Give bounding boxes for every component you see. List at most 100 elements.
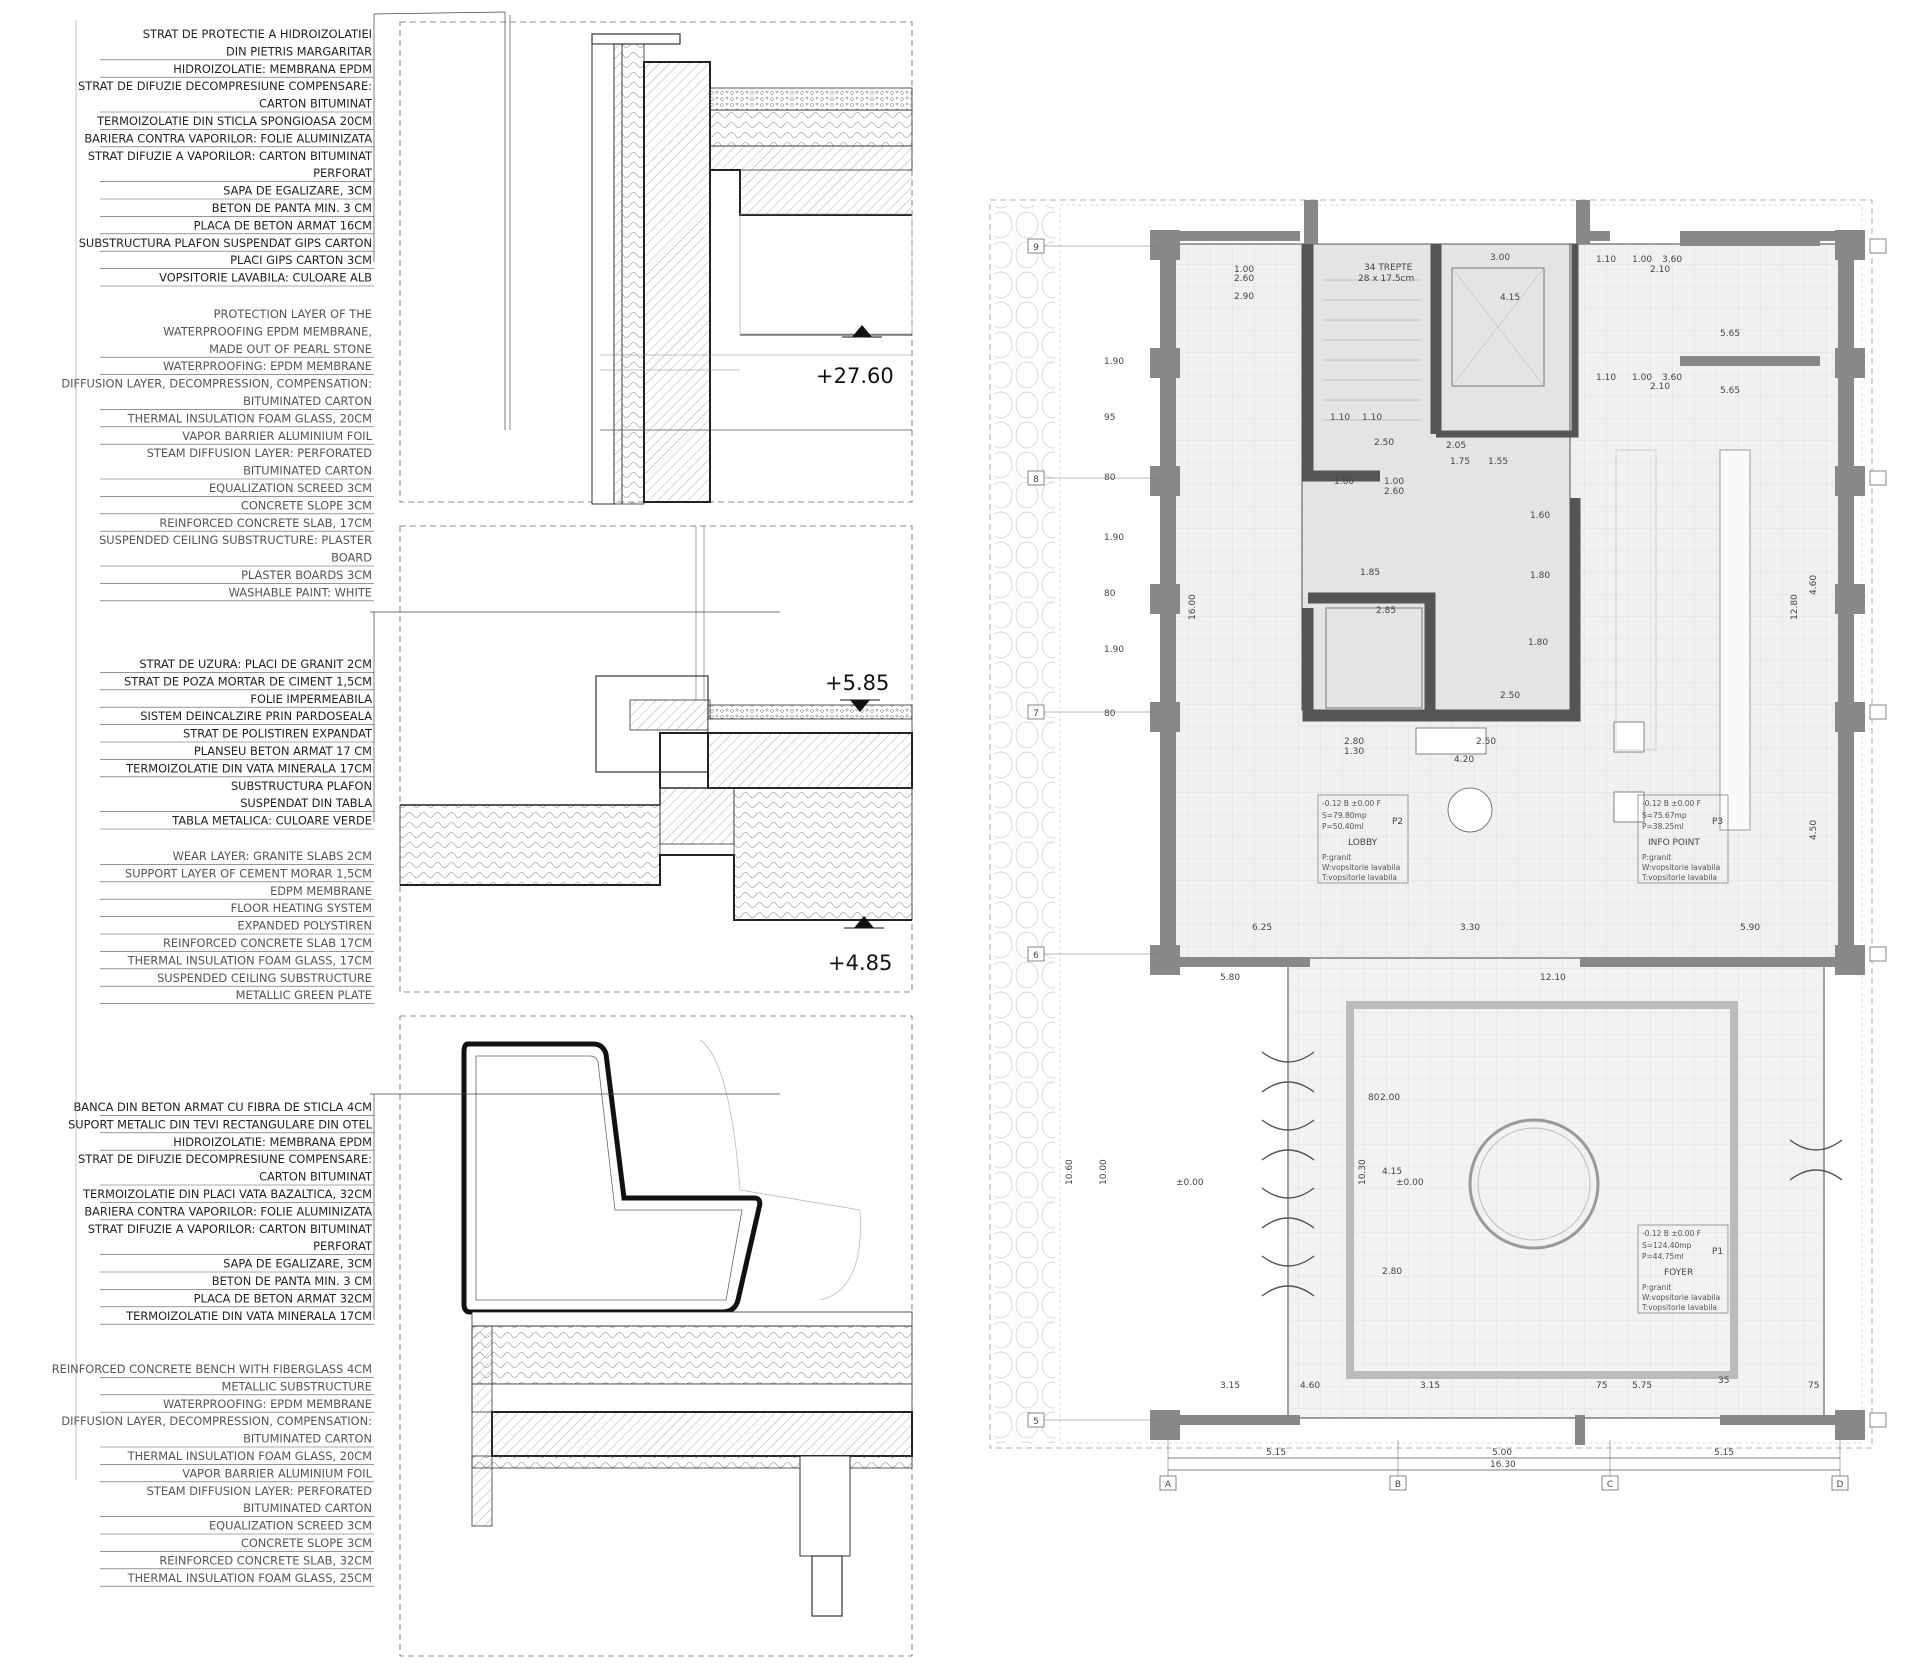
bench-detail-drawing xyxy=(370,1015,913,1657)
dim-right-axis: 4.60 xyxy=(1809,575,1819,595)
row-axis-6: 6 xyxy=(1033,951,1039,961)
legend-2-en-2-0: WATERPROOFING: EPDM MEMBRANE xyxy=(163,1397,372,1411)
dimension-label: 1.00 xyxy=(1632,373,1652,383)
legend-2-en-6-0: STEAM DIFFUSION LAYER: PERFORATED xyxy=(147,1484,373,1498)
dimension-label: 2.00 xyxy=(1380,1093,1400,1103)
legend-0-en-3-0: THERMAL INSULATION FOAM GLASS, 20CM xyxy=(127,411,372,425)
legend-1-ro-2-0: FOLIE IMPERMEABILA xyxy=(250,692,372,706)
svg-text:T:vopsitorie lavabila: T:vopsitorie lavabila xyxy=(1641,1303,1717,1312)
svg-text:P1: P1 xyxy=(1712,1247,1723,1257)
legend-1-ro-1-0: STRAT DE POZA MORTAR DE CIMENT 1,5CM xyxy=(124,674,372,688)
dim-left-foyer: 10.60 xyxy=(1065,1159,1075,1185)
legend-1-ro-4-0: STRAT DE POLISTIREN EXPANDAT xyxy=(183,727,372,741)
svg-text:P:granit: P:granit xyxy=(1322,853,1351,862)
dim-hall-height: 16.00 xyxy=(1188,594,1198,620)
row-axis-5: 5 xyxy=(1033,1417,1039,1427)
legend-1-ro-6-0: TERMOIZOLATIE DIN VATA MINERALA 17CM xyxy=(125,761,372,775)
stairs-label: 34 TREPTE xyxy=(1364,263,1413,273)
legend-2-ro-2-0: HIDROIZOLATIE: MEMBRANA EPDM xyxy=(173,1135,372,1149)
stairs-size: 28 x 17.5cm xyxy=(1358,274,1414,284)
dimension-label: 1.30 xyxy=(1344,747,1364,757)
dimension-label: 2.60 xyxy=(1384,487,1404,497)
legend-0-ro-1-0: HIDROIZOLATIE: MEMBRANA EPDM xyxy=(173,62,372,76)
legend-1-en-7-0: SUSPENDED CEILING SUBSTRUCTURE xyxy=(157,971,372,985)
svg-text:-0.12 B ±0.00 F: -0.12 B ±0.00 F xyxy=(1642,1229,1701,1238)
legend-2-ro-6-1: PERFORAT xyxy=(313,1239,372,1253)
dimension-label: 4.20 xyxy=(1454,755,1474,765)
svg-text:P=50.40ml: P=50.40ml xyxy=(1322,822,1364,831)
legend-0-en-5-1: BITUMINATED CARTON xyxy=(243,464,372,478)
dimension-label: 3.30 xyxy=(1460,923,1480,933)
row-axis-9: 9 xyxy=(1033,243,1039,253)
dimension-label: 3.15 xyxy=(1220,1381,1240,1391)
legend-1-ro-7-1: SUSPENDAT DIN TABLA xyxy=(240,796,372,810)
floor-level-bottom: +4.85 xyxy=(828,951,892,975)
legend-2-ro-1-0: SUPORT METALIC DIN TEVI RECTANGULARE DIN… xyxy=(68,1117,373,1131)
legend-0-en-0-1: WATERPROOFING EPDM MEMBRANE, xyxy=(163,324,372,338)
row-axis-7: 7 xyxy=(1033,709,1039,719)
legend-1-ro-5-0: PLANSEU BETON ARMAT 17 CM xyxy=(194,744,372,758)
legend-2-en-5-0: VAPOR BARRIER ALUMINIUM FOIL xyxy=(182,1466,372,1480)
legend-0-ro-3-0: TERMOIZOLATIE DIN STICLA SPONGIOASA 20CM xyxy=(96,114,372,128)
dimension-label: 80 xyxy=(1104,709,1116,719)
legend-0-en-2-1: BITUMINATED CARTON xyxy=(243,394,372,408)
legend-1-en-0-0: WEAR LAYER: GRANITE SLABS 2CM xyxy=(173,849,372,863)
dimension-label: 1.10 xyxy=(1330,413,1350,423)
legend-1-ro-7-0: SUBSTRUCTURA PLAFON xyxy=(231,779,372,793)
legend-1-en-6-0: THERMAL INSULATION FOAM GLASS, 17CM xyxy=(127,953,372,967)
legend-0-en-9-1: BOARD xyxy=(331,551,372,565)
roof-level: +27.60 xyxy=(816,364,894,388)
legend-0-ro-0-0: STRAT DE PROTECTIE A HIDROIZOLATIEI xyxy=(143,27,372,41)
dimension-label: 75 xyxy=(1808,1381,1819,1391)
legend-2-ro-7-0: SAPA DE EGALIZARE, 3CM xyxy=(223,1257,372,1271)
floor-level-top: +5.85 xyxy=(825,671,889,695)
dimension-label: 2.60 xyxy=(1234,274,1254,284)
svg-text:P2: P2 xyxy=(1392,817,1403,827)
dim-right-bottom: 4.50 xyxy=(1809,820,1819,840)
svg-text:LOBBY: LOBBY xyxy=(1348,838,1378,848)
svg-text:P:granit: P:granit xyxy=(1642,1283,1671,1292)
dimension-label: 1.60 xyxy=(1530,511,1550,521)
floor-detail-drawing: +5.85 +4.85 xyxy=(370,525,913,993)
legend-0-ro-10-0: PLACI GIPS CARTON 3CM xyxy=(230,253,372,267)
column-axis-B: B xyxy=(1395,1480,1401,1490)
legend-2-ro-9-0: PLACA DE BETON ARMAT 32CM xyxy=(194,1291,372,1305)
legend-0-en-0-2: MADE OUT OF PEARL STONE xyxy=(209,342,372,356)
legend-2-ro-10-0: TERMOIZOLATIE DIN VATA MINERALA 17CM xyxy=(125,1309,372,1323)
legend-2-en-6-1: BITUMINATED CARTON xyxy=(243,1501,372,1515)
dimension-label: 1.90 xyxy=(1104,357,1124,367)
dim-ab: 5.15 xyxy=(1266,1448,1286,1458)
svg-text:W:vopsitorie lavabila: W:vopsitorie lavabila xyxy=(1642,1293,1720,1302)
dimension-label: 3.15 xyxy=(1420,1381,1440,1391)
legend-0-en-8-0: REINFORCED CONCRETE SLAB, 17CM xyxy=(159,516,372,530)
svg-text:P:granit: P:granit xyxy=(1642,853,1671,862)
legend-2-en-8-0: CONCRETE SLOPE 3CM xyxy=(241,1536,372,1550)
dimension-label: 5.90 xyxy=(1740,923,1760,933)
legend-0-ro-9-0: SUBSTRUCTURA PLAFON SUSPENDAT GIPS CARTO… xyxy=(79,236,372,250)
column-axis-D: D xyxy=(1837,1480,1844,1490)
legend-0-ro-4-0: BARIERA CONTRA VAPORILOR: FOLIE ALUMINIZ… xyxy=(84,131,372,145)
dim-hall-right: 12.80 xyxy=(1790,594,1800,620)
legend-0-en-6-0: EQUALIZATION SCREED 3CM xyxy=(209,481,372,495)
dimension-label: 3.00 xyxy=(1490,253,1510,263)
dimension-label: 2.05 xyxy=(1446,441,1466,451)
legend-0-en-4-0: VAPOR BARRIER ALUMINIUM FOIL xyxy=(182,429,372,443)
dimension-label: 2.50 xyxy=(1500,691,1520,701)
dimension-label: 2.90 xyxy=(1234,292,1254,302)
legend-0-ro-11-0: VOPSITORIE LAVABILA: CULOARE ALB xyxy=(159,271,372,285)
dimension-label: 80 xyxy=(1104,473,1116,483)
legend-2-ro-0-0: BANCA DIN BETON ARMAT CU FIBRA DE STICLA… xyxy=(73,1100,372,1114)
dimension-label: 3.60 xyxy=(1662,373,1682,383)
dimension-label: 5.80 xyxy=(1220,973,1240,983)
legend-2-en-1-0: METALLIC SUBSTRUCTURE xyxy=(222,1379,373,1393)
legend-0-en-9-0: SUSPENDED CEILING SUBSTRUCTURE: PLASTER xyxy=(99,533,372,547)
dimension-label: 80 xyxy=(1104,589,1116,599)
legend-0-en-1-0: WATERPROOFING: EPDM MEMBRANE xyxy=(163,359,372,373)
legend-1-ro-0-0: STRAT DE UZURA: PLACI DE GRANIT 2CM xyxy=(139,657,372,671)
legend-2-en-4-0: THERMAL INSULATION FOAM GLASS, 20CM xyxy=(127,1449,372,1463)
legend-2-ro-6-0: STRAT DIFUZIE A VAPORILOR: CARTON BITUMI… xyxy=(88,1222,372,1236)
legend-2-en-3-1: BITUMINATED CARTON xyxy=(243,1432,372,1446)
column-axis-C: C xyxy=(1607,1480,1613,1490)
